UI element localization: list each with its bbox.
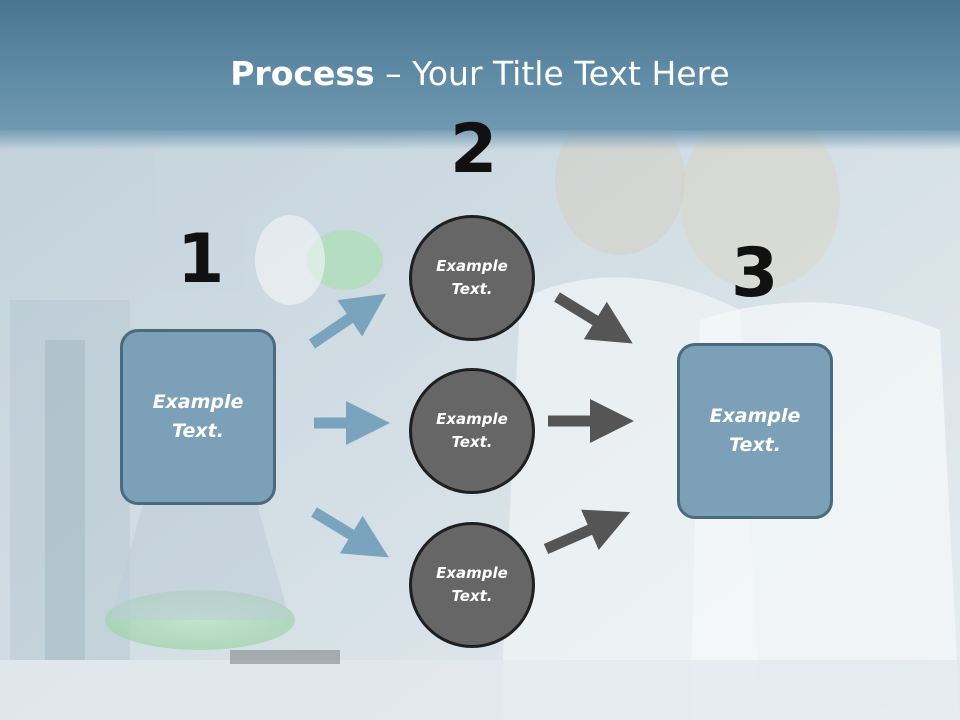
step-number-3: 3 bbox=[731, 234, 779, 313]
arrow-bottom-to-right bbox=[543, 509, 631, 555]
step-number-1: 1 bbox=[177, 220, 225, 299]
step-number-2: 2 bbox=[450, 110, 498, 189]
circle-top: Example Text. bbox=[409, 215, 535, 341]
title-bold-part: Process bbox=[230, 54, 375, 93]
right-text-box: Example Text. bbox=[677, 343, 833, 519]
title-bar bbox=[0, 0, 960, 150]
title-rest-part: – Your Title Text Here bbox=[374, 54, 730, 93]
arrow-left-to-bottom bbox=[311, 507, 389, 558]
page-title: Process – Your Title Text Here bbox=[0, 52, 960, 96]
circle-middle: Example Text. bbox=[409, 368, 535, 494]
arrow-left-to-top bbox=[308, 293, 387, 349]
arrow-top-to-right bbox=[554, 292, 633, 344]
left-text-box: Example Text. bbox=[120, 329, 276, 505]
circle-bottom: Example Text. bbox=[409, 522, 535, 648]
